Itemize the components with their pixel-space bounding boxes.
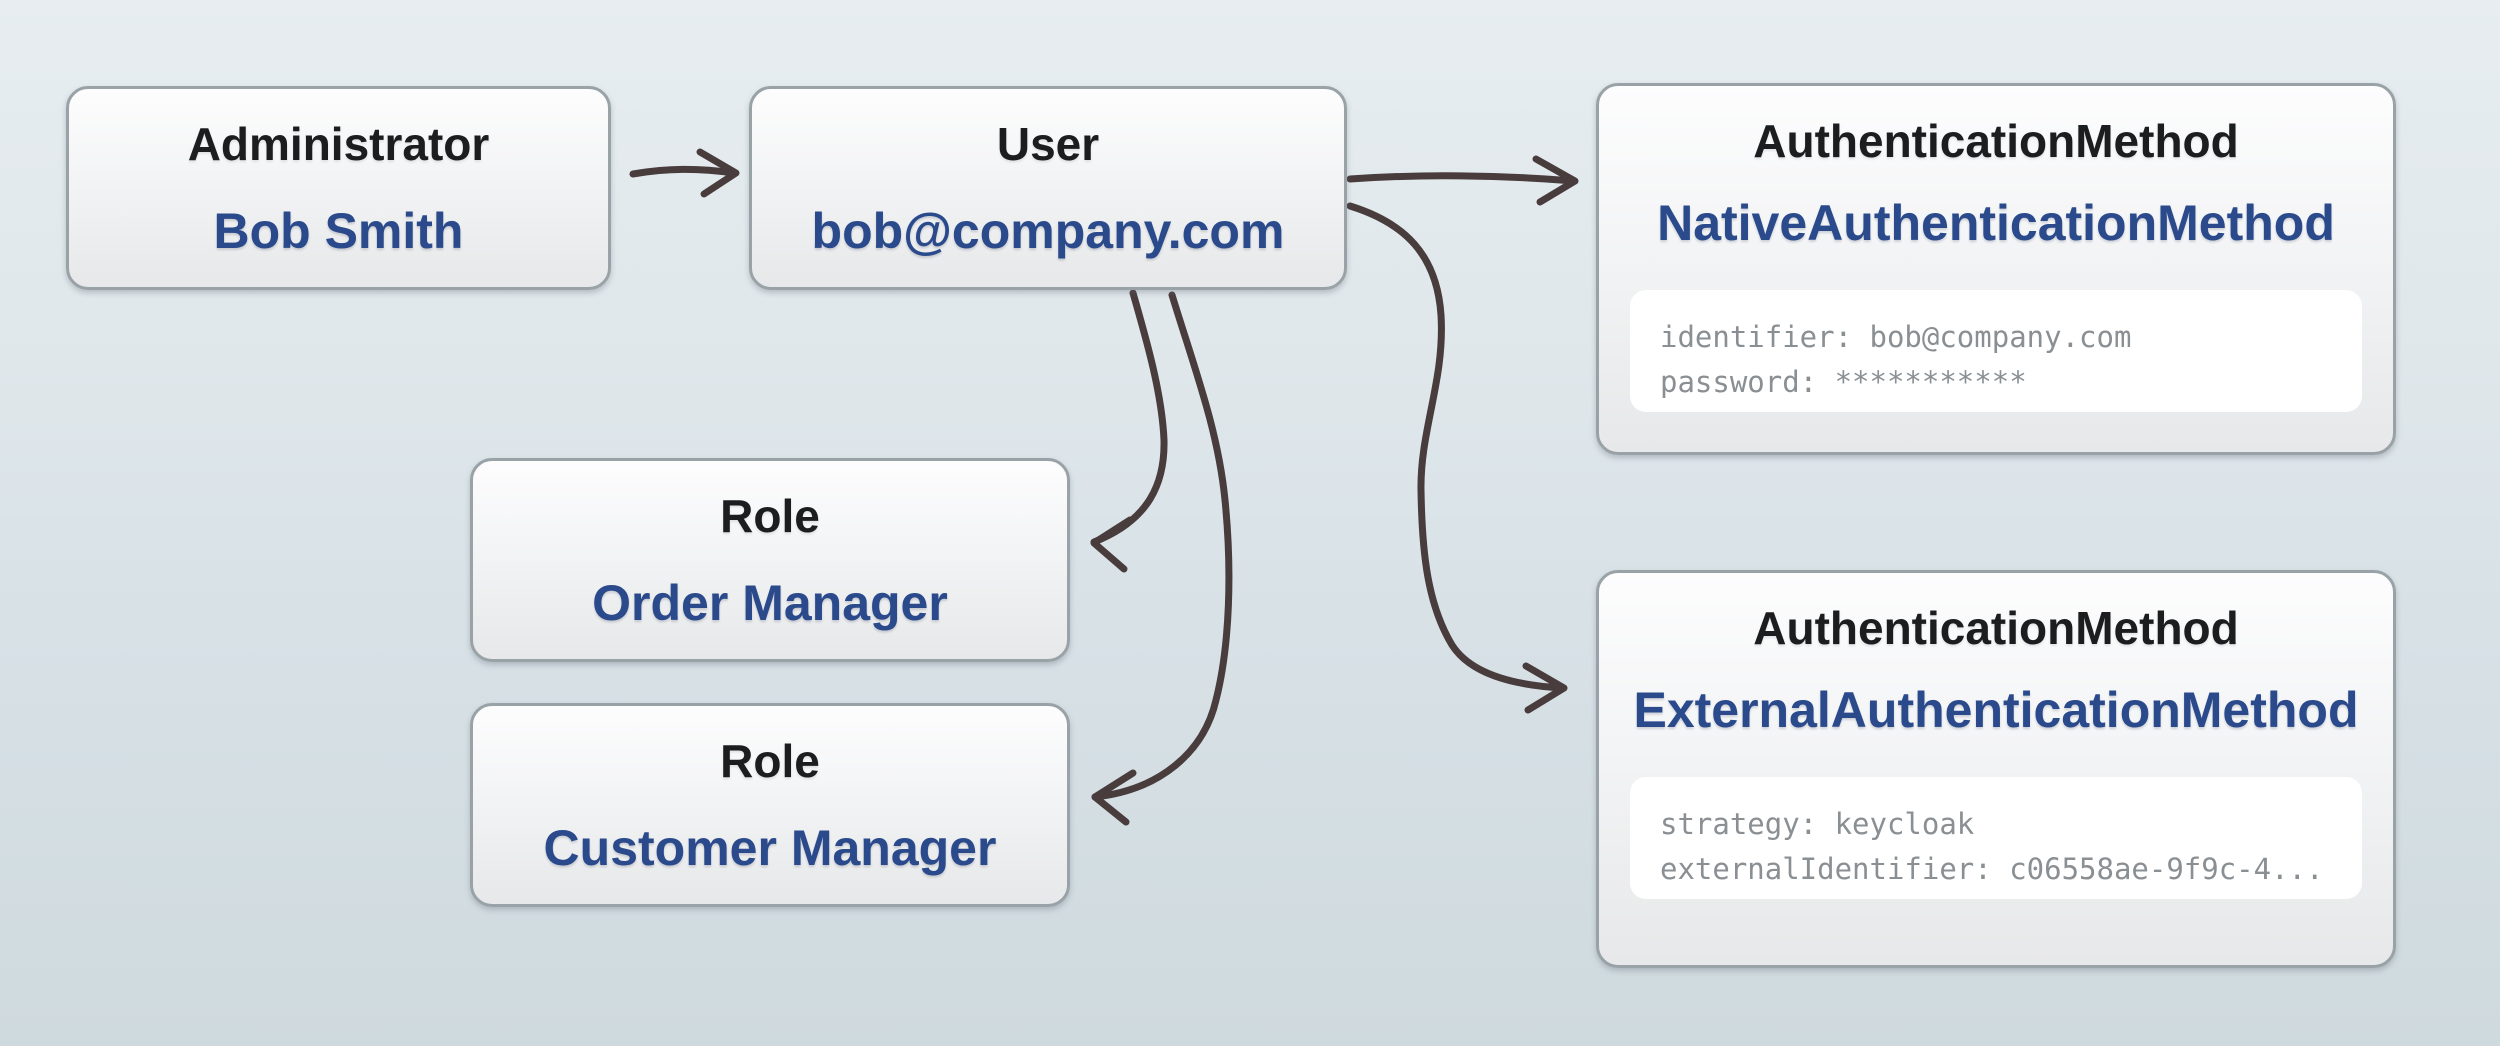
node-value-label: Order Manager	[592, 575, 948, 631]
attribute-external-identifier: externalIdentifier: c06558ae-9f9c-4...	[1660, 852, 2324, 886]
node-native-authentication-method: AuthenticationMethod NativeAuthenticatio…	[1596, 83, 2396, 455]
attribute-strategy: strategy: keycloak	[1660, 807, 1975, 841]
node-external-authentication-method: AuthenticationMethod ExternalAuthenticat…	[1596, 570, 2396, 968]
arrow-administrator-to-user	[629, 148, 740, 198]
node-value-label: NativeAuthenticationMethod	[1657, 195, 2335, 251]
node-user: User bob@company.com	[749, 86, 1347, 290]
attributes-panel: strategy: keycloak externalIdentifier: c…	[1630, 777, 2362, 899]
attribute-identifier: identifier: bob@company.com	[1660, 320, 2132, 354]
node-type-label: Role	[720, 735, 820, 787]
node-value-label: Customer Manager	[543, 820, 997, 876]
attribute-password: password: ***********	[1660, 365, 2027, 399]
node-administrator: Administrator Bob Smith	[66, 86, 611, 290]
node-value-label: Bob Smith	[213, 203, 464, 259]
arrow-user-to-native-authentication-method	[1346, 155, 1579, 206]
node-value-label: ExternalAuthenticationMethod	[1633, 682, 2359, 738]
node-type-label: AuthenticationMethod	[1753, 602, 2239, 654]
node-value-label: bob@company.com	[811, 203, 1285, 259]
node-type-label: AuthenticationMethod	[1753, 115, 2239, 167]
node-role-customer-manager: Role Customer Manager	[470, 703, 1070, 907]
node-type-label: Role	[720, 490, 820, 542]
arrow-user-to-customer-manager-role	[1091, 291, 1233, 826]
node-type-label: User	[996, 118, 1100, 170]
arrow-user-to-external-authentication-method	[1346, 202, 1568, 714]
arrow-user-to-order-manager-role	[1090, 289, 1168, 573]
attributes-panel: identifier: bob@company.com password: **…	[1630, 290, 2362, 412]
node-role-order-manager: Role Order Manager	[470, 458, 1070, 662]
node-type-label: Administrator	[187, 118, 490, 170]
